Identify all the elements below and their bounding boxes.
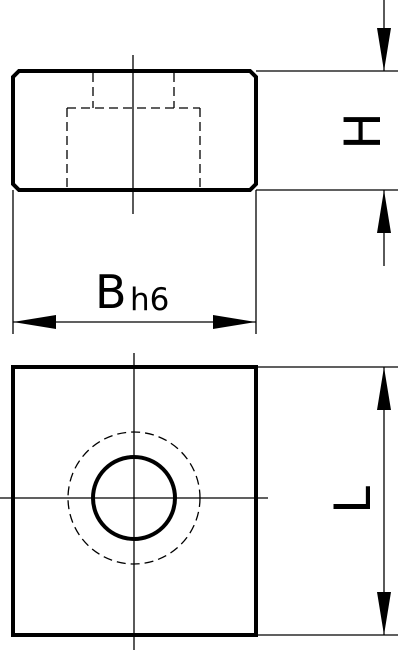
height-arrow-top <box>377 28 391 71</box>
width-label: B <box>95 265 127 319</box>
length-label: L <box>324 486 382 514</box>
hidden-slot-narrow <box>92 73 175 108</box>
side-view <box>11 55 258 214</box>
width-arrow-left <box>13 315 56 329</box>
length-arrow-top <box>377 367 391 410</box>
side-view-outline <box>11 69 258 192</box>
width-arrow-right <box>213 315 256 329</box>
width-tolerance-label: h6 <box>130 282 169 318</box>
hidden-slot-wide <box>66 107 201 189</box>
length-arrow-bottom <box>377 592 391 635</box>
length-dimension: L <box>256 366 398 636</box>
height-arrow-bottom <box>377 190 391 233</box>
width-dimension: B h6 <box>12 190 257 334</box>
top-view <box>0 353 268 650</box>
height-dimension: H <box>256 0 398 266</box>
height-label: H <box>334 112 392 150</box>
